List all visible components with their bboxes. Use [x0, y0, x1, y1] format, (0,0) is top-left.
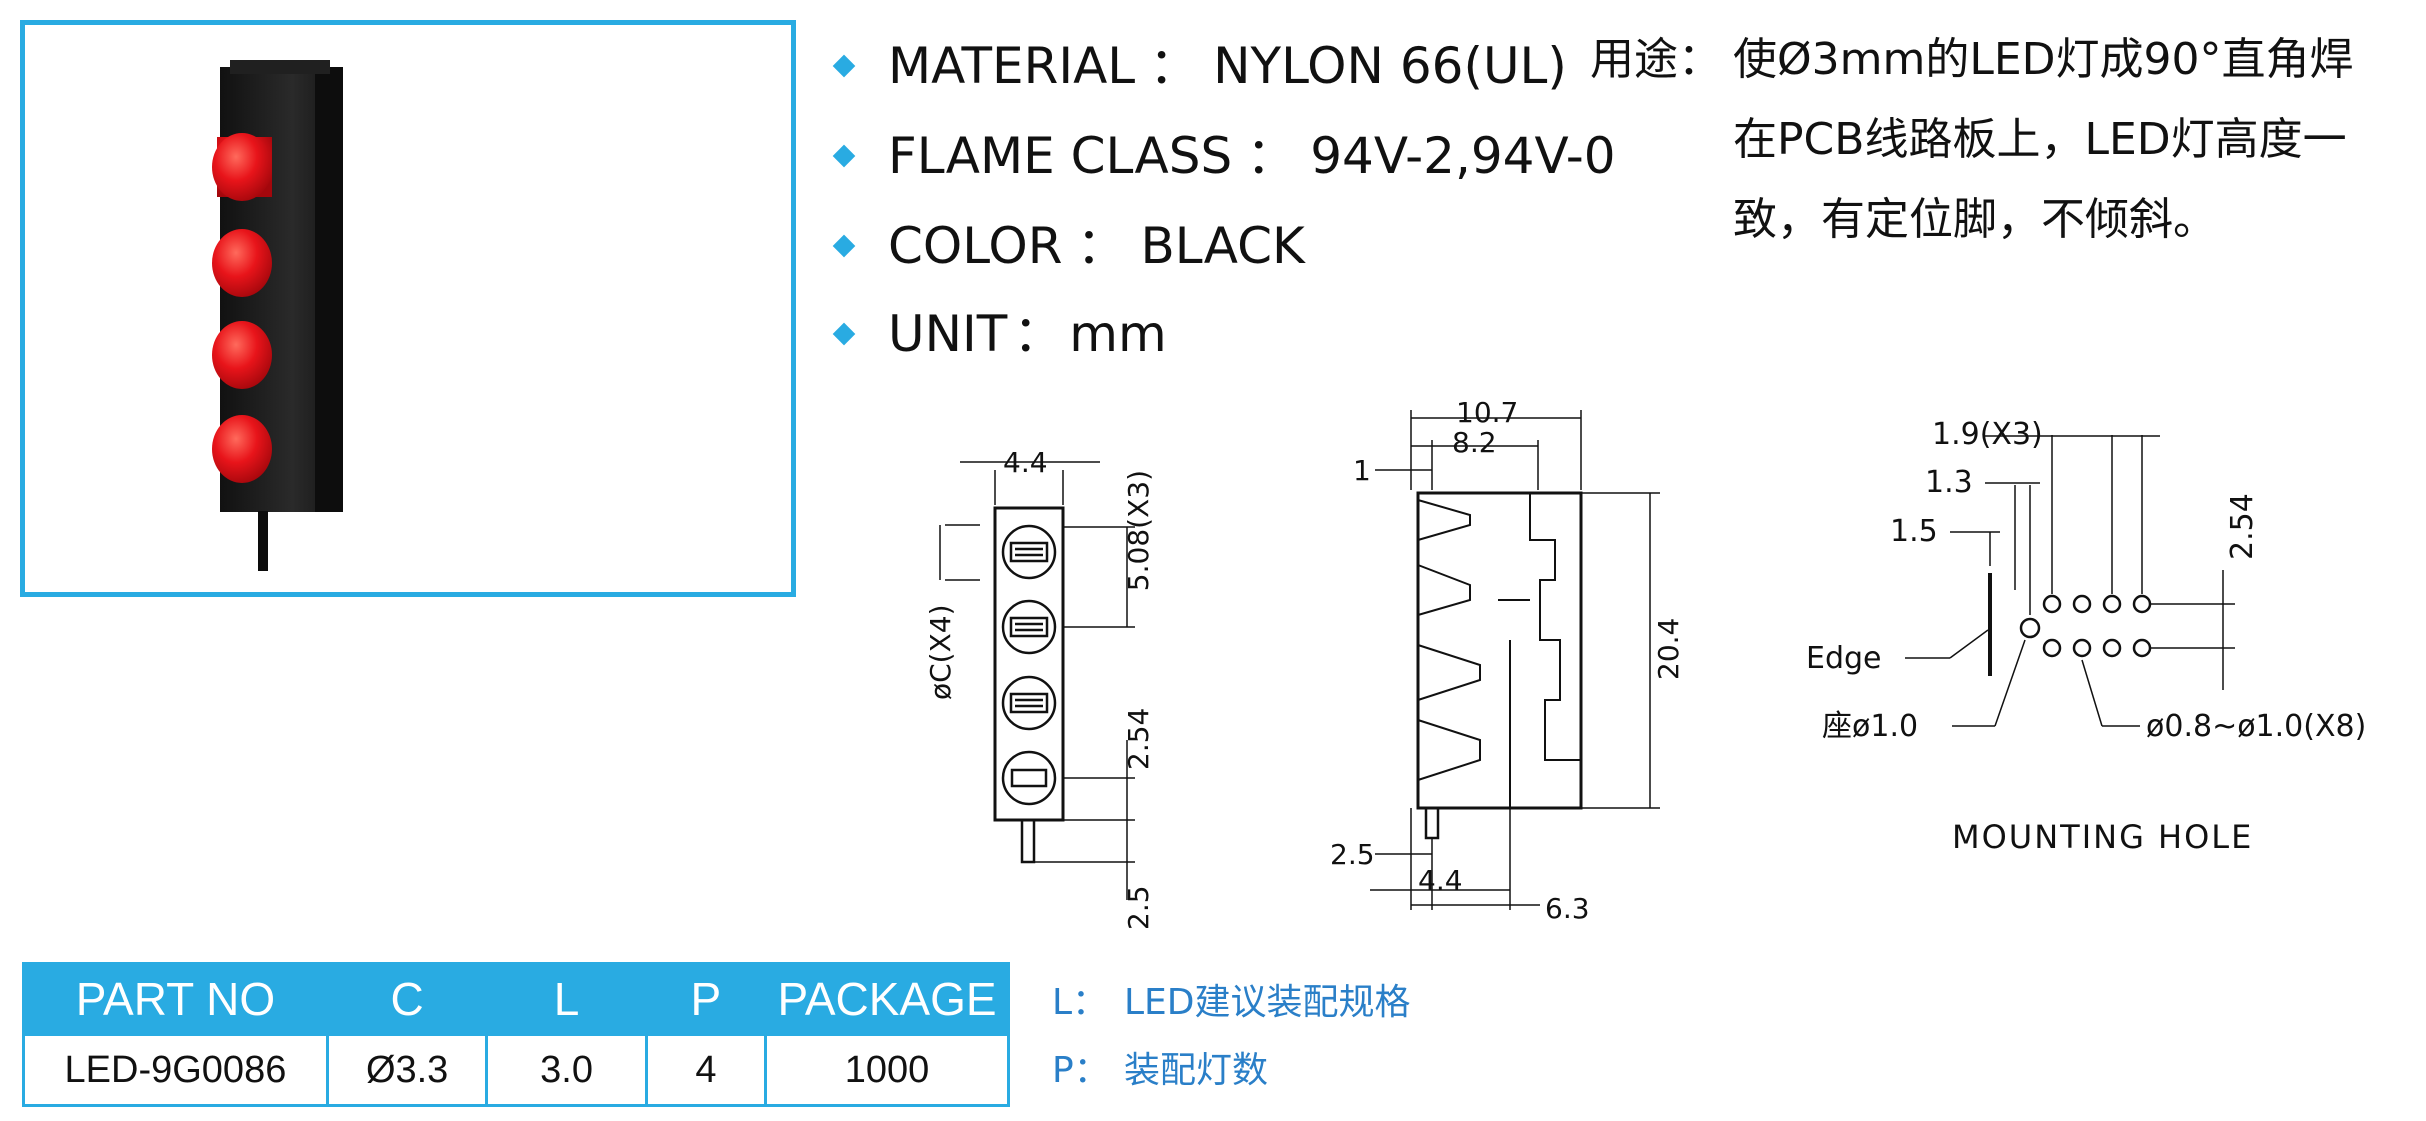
front-dim-dia: øC(X4) — [924, 604, 957, 700]
usage-line-3: 致，有定位脚，不倾斜。 — [1733, 194, 2217, 245]
usage-line-1: 使Ø3mm的LED灯成90°直角焊 — [1733, 34, 2354, 85]
header-c: C — [325, 962, 489, 1036]
mounting-hole-drawing — [1905, 435, 2235, 727]
spec-sep: ： — [1076, 217, 1127, 275]
led-4 — [212, 415, 272, 483]
spec-sep: ： — [1013, 305, 1064, 363]
spec-value: NYLON 66(UL) — [1213, 37, 1567, 95]
mh-dim-d1: 1.3 — [1925, 465, 1973, 500]
header-part-no: PART NO — [22, 962, 329, 1036]
mh-holes-label: ø0.8~ø1.0(X8) — [2146, 709, 2366, 744]
spec-value: 94V-2,94V-0 — [1310, 127, 1616, 185]
side-view-drawing — [1370, 410, 1660, 910]
spec-label: MATERIAL — [888, 37, 1136, 95]
side-dim-pin: 2.5 — [1330, 838, 1375, 871]
led-1 — [212, 133, 272, 201]
front-dim-pitch: 5.08(X3) — [1122, 470, 1155, 591]
front-dim-pitch2: 2.54 — [1122, 708, 1155, 770]
usage-label: 用途： — [1590, 34, 1722, 85]
product-photo-frame — [20, 20, 796, 597]
cell-package: 1000 — [764, 1033, 1010, 1107]
side-dim-inner: 8.2 — [1452, 426, 1497, 459]
spec-sep: ： — [1246, 127, 1297, 185]
spec-value: mm — [1069, 305, 1167, 363]
mh-dim-pitch-y: 2.54 — [2225, 493, 2260, 560]
cell-p: 4 — [644, 1033, 768, 1107]
front-dim-pin: 2.5 — [1122, 885, 1155, 930]
header-package: PACKAGE — [764, 962, 1010, 1036]
spec-material: MATERIAL ： NYLON 66(UL) — [830, 36, 1567, 96]
table-row: LED-9G0086 Ø3.3 3.0 4 1000 — [22, 1033, 1010, 1107]
header-p: P — [644, 962, 768, 1036]
note-key: L： — [1052, 982, 1109, 1023]
spec-label: FLAME CLASS — [888, 127, 1233, 185]
side-dim-total: 10.7 — [1456, 396, 1518, 429]
front-dim-width: 4.4 — [1003, 446, 1048, 479]
spec-label: COLOR — [888, 217, 1063, 275]
product-photo — [212, 60, 343, 571]
spec-sep: ： — [1149, 37, 1200, 95]
note-l: L： LED建议装配规格 — [1052, 978, 1411, 1028]
header-l: L — [485, 962, 648, 1036]
mh-dim-pitch-x: 1.9(X3) — [1932, 417, 2043, 452]
spec-unit: UNIT ： mm — [830, 304, 1167, 364]
spec-value: BLACK — [1140, 217, 1305, 275]
mh-dim-d2: 1.5 — [1890, 514, 1938, 549]
mh-edge-label: Edge — [1806, 641, 1882, 676]
side-dim-offset: 1 — [1353, 454, 1371, 487]
spec-color: COLOR ： BLACK — [830, 216, 1305, 276]
side-dim-height: 20.4 — [1652, 618, 1685, 680]
mh-seat-label: 座ø1.0 — [1822, 709, 1918, 744]
note-text: 装配灯数 — [1124, 1050, 1269, 1091]
table-header-row: PART NO C L P PACKAGE — [22, 962, 1010, 1036]
led-2 — [212, 229, 272, 297]
cell-c: Ø3.3 — [325, 1033, 489, 1107]
parts-table: PART NO C L P PACKAGE LED-9G0086 Ø3.3 3.… — [22, 962, 1010, 1107]
usage-line-2: 在PCB线路板上，LED灯高度一 — [1733, 114, 2347, 165]
side-dim-pin-end: 6.3 — [1545, 892, 1590, 925]
front-view-drawing — [939, 461, 1135, 900]
note-key: P： — [1052, 1050, 1110, 1091]
note-p: P： 装配灯数 — [1052, 1046, 1268, 1096]
cell-l: 3.0 — [485, 1033, 648, 1107]
note-text: LED建议装配规格 — [1124, 982, 1411, 1023]
spec-label: UNIT — [888, 305, 1008, 363]
led-3 — [212, 321, 272, 389]
cell-part-no: LED-9G0086 — [22, 1033, 329, 1107]
spec-flame-class: FLAME CLASS ： 94V-2,94V-0 — [830, 126, 1616, 186]
side-dim-pin-pos: 4.4 — [1418, 864, 1463, 897]
mh-caption: MOUNTING HOLE — [1952, 818, 2253, 856]
